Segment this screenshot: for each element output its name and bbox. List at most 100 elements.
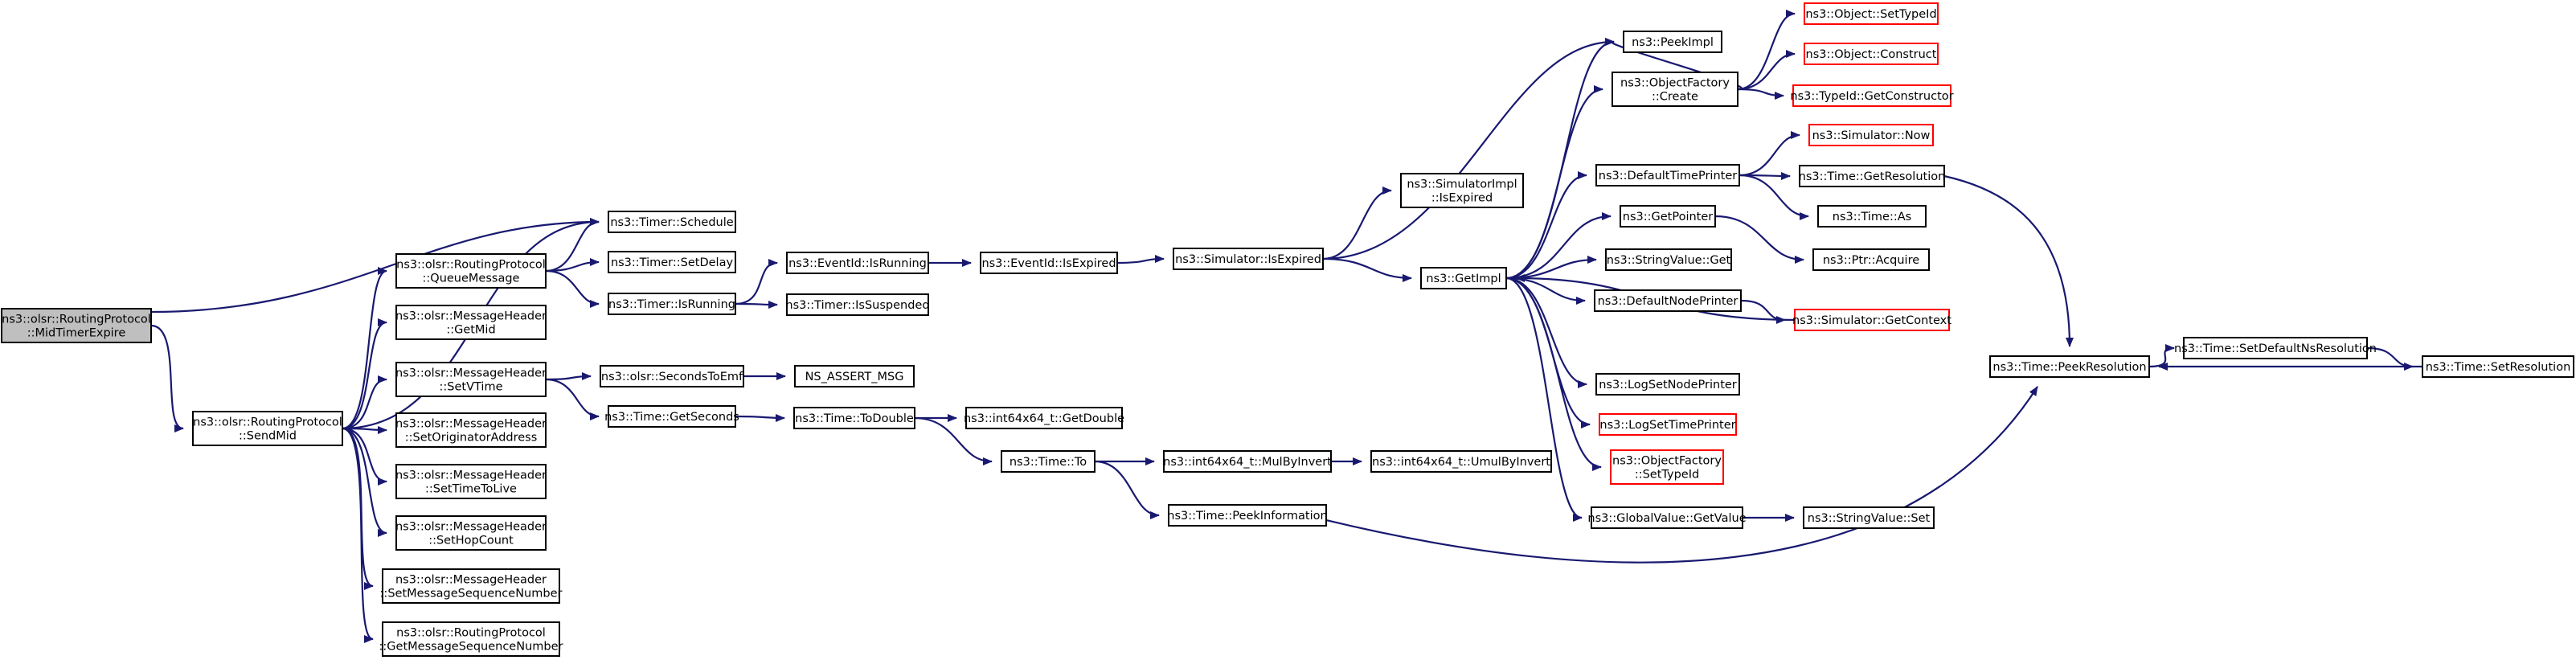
node-eid_running[interactable]: ns3::EventId::IsRunning	[786, 252, 929, 274]
node-strval_set[interactable]: ns3::StringValue::Set	[1803, 506, 1935, 529]
node-setvtime[interactable]: ns3::olsr::MessageHeader::SetVTime	[395, 362, 547, 397]
node-isrunning[interactable]: ns3::Timer::IsRunning	[608, 293, 736, 315]
node-box	[1817, 205, 1927, 228]
node-box	[395, 515, 547, 551]
node-label: ::SendMid	[239, 430, 297, 443]
node-box	[608, 405, 736, 428]
edge-peekres-to-setdefres	[2148, 344, 2175, 368]
node-label: ns3::olsr::RoutingProtocol	[396, 627, 546, 640]
node-label: ns3::Timer::IsSuspended	[785, 299, 929, 312]
edge-peekinfo-to-peekres	[1325, 386, 2038, 564]
node-label: ns3::LogSetTimePrinter	[1599, 419, 1735, 432]
node-label: ns3::Timer::Schedule	[610, 216, 733, 229]
node-timeto[interactable]: ns3::Time::To	[1001, 450, 1096, 473]
edge-sim_expired-to-peekimpl	[1322, 38, 1615, 260]
node-label: ns3::GlobalValue::GetValue	[1587, 512, 1746, 525]
node-label: ns3::Time::ToDouble	[795, 412, 914, 425]
node-setttl[interactable]: ns3::olsr::MessageHeader::SetTimeToLive	[395, 464, 547, 499]
node-box	[395, 412, 547, 448]
node-queuemsg[interactable]: ns3::olsr::RoutingProtocol::QueueMessage	[395, 253, 547, 289]
node-box	[395, 305, 547, 340]
edge-sim_expired-to-getimpl	[1322, 257, 1412, 282]
node-getpointer[interactable]: ns3::GetPointer	[1620, 205, 1716, 228]
node-getimpl[interactable]: ns3::GetImpl	[1420, 267, 1507, 289]
node-secstoemf[interactable]: ns3::olsr::SecondsToEmf	[600, 365, 744, 387]
node-peekinfo[interactable]: ns3::Time::PeekInformation	[1167, 504, 1328, 527]
node-setdefres[interactable]: ns3::Time::SetDefaultNsResolution	[2174, 337, 2377, 359]
node-label: ns3::StringValue::Set	[1808, 512, 1931, 525]
node-mulbyinv[interactable]: ns3::int64x64_t::MulByInvert	[1163, 450, 1332, 473]
node-getseconds[interactable]: ns3::Time::GetSeconds	[604, 405, 739, 428]
node-sethop[interactable]: ns3::olsr::MessageHeader::SetHopCount	[395, 515, 547, 551]
node-gv_getvalue[interactable]: ns3::GlobalValue::GetValue	[1587, 506, 1747, 529]
node-obj_construct[interactable]: ns3::Object::Construct	[1804, 43, 1939, 65]
node-setseq[interactable]: ns3::olsr::MessageHeader::SetMessageSequ…	[380, 568, 563, 604]
node-defaulttp[interactable]: ns3::DefaultTimePrinter	[1595, 164, 1740, 187]
node-getseq[interactable]: ns3::olsr::RoutingProtocol::GetMessageSe…	[379, 621, 563, 657]
node-sendmid[interactable]: ns3::olsr::RoutingProtocol::SendMid	[192, 411, 343, 446]
node-setdelay[interactable]: ns3::Timer::SetDelay	[608, 251, 736, 273]
edge-objfac_create-to-obj_construct	[1737, 50, 1796, 91]
node-box	[395, 253, 547, 289]
node-todouble[interactable]: ns3::Time::ToDouble	[793, 407, 915, 429]
node-ptracquire[interactable]: ns3::Ptr::Acquire	[1812, 248, 1930, 271]
node-box	[1595, 373, 1740, 396]
node-defaultnp[interactable]: ns3::DefaultNodePrinter	[1594, 289, 1742, 312]
edge-defaultnp-to-simctx	[1740, 299, 1786, 324]
node-box	[600, 365, 744, 387]
node-label: ns3::Timer::IsRunning	[608, 298, 735, 311]
node-box	[2183, 337, 2368, 359]
node-box	[1812, 248, 1930, 271]
node-label: ns3::PeekImpl	[1632, 36, 1714, 49]
node-setorig[interactable]: ns3::olsr::MessageHeader::SetOriginatorA…	[395, 412, 547, 448]
node-strval_get[interactable]: ns3::StringValue::Get	[1605, 248, 1732, 271]
node-issuspended[interactable]: ns3::Timer::IsSuspended	[785, 293, 930, 316]
node-box	[1612, 72, 1738, 107]
node-simctx[interactable]: ns3::Simulator::GetContext	[1792, 309, 1951, 331]
node-peekres[interactable]: ns3::Time::PeekResolution	[1989, 355, 2150, 378]
node-getres[interactable]: ns3::Time::GetResolution	[1799, 165, 1946, 187]
node-obj_settypeid[interactable]: ns3::Object::SetTypeId	[1804, 2, 1939, 25]
node-getmid[interactable]: ns3::olsr::MessageHeader::GetMid	[395, 305, 547, 340]
node-box	[1, 308, 152, 343]
node-objfac_settypeid[interactable]: ns3::ObjectFactory::SetTypeId	[1610, 449, 1724, 485]
node-simnow[interactable]: ns3::Simulator::Now	[1808, 124, 1934, 146]
edge-sim_expired-to-simimpl_expired	[1322, 187, 1392, 260]
node-box	[1001, 450, 1096, 473]
node-peekimpl[interactable]: ns3::PeekImpl	[1623, 31, 1722, 53]
edge-queuemsg-to-isrunning	[545, 269, 600, 308]
edge-getimpl-to-objfac_settypeid	[1505, 277, 1602, 471]
node-label: ns3::olsr::RoutingProtocol	[396, 259, 546, 272]
node-logsetnp[interactable]: ns3::LogSetNodePrinter	[1595, 373, 1740, 396]
node-box	[1599, 413, 1737, 436]
node-label: ::SetHopCount	[428, 535, 514, 547]
node-nsassert[interactable]: NS_ASSERT_MSG	[794, 365, 915, 387]
node-box	[1605, 248, 1732, 271]
node-box	[382, 568, 560, 604]
node-timeas[interactable]: ns3::Time::As	[1817, 205, 1927, 228]
node-sim_expired[interactable]: ns3::Simulator::IsExpired	[1173, 248, 1324, 270]
edge-getimpl-to-gv_getvalue	[1505, 277, 1583, 522]
node-label: ns3::Ptr::Acquire	[1823, 254, 1919, 267]
node-logsettp[interactable]: ns3::LogSetTimePrinter	[1599, 413, 1737, 436]
node-umulbyinv[interactable]: ns3::int64x64_t::UmulByInvert	[1370, 450, 1552, 473]
node-label: ns3::GetImpl	[1426, 273, 1501, 285]
node-mte[interactable]: ns3::olsr::RoutingProtocol::MidTimerExpi…	[1, 308, 152, 343]
node-label: NS_ASSERT_MSG	[805, 371, 904, 383]
node-box	[608, 293, 736, 315]
node-simimpl_expired[interactable]: ns3::SimulatorImpl::IsExpired	[1400, 173, 1524, 208]
node-schedule[interactable]: ns3::Timer::Schedule	[608, 211, 736, 233]
node-box	[1804, 2, 1939, 25]
edge-getimpl-to-getpointer	[1505, 212, 1612, 280]
node-label: ns3::olsr::MessageHeader	[395, 310, 547, 323]
edge-getimpl-to-objfac_create	[1505, 85, 1603, 280]
edge-getimpl-to-logsetnp	[1505, 277, 1587, 388]
node-objfac_create[interactable]: ns3::ObjectFactory::Create	[1612, 72, 1738, 107]
node-i64_getdouble[interactable]: ns3::int64x64_t::GetDouble	[964, 407, 1124, 429]
node-box	[1163, 450, 1332, 473]
node-eid_expired[interactable]: ns3::EventId::IsExpired	[980, 252, 1118, 274]
node-typeid_getctor[interactable]: ns3::TypeId::GetConstructor	[1790, 84, 1954, 107]
node-setres[interactable]: ns3::Time::SetResolution	[2422, 355, 2574, 378]
node-box	[1792, 84, 1951, 107]
